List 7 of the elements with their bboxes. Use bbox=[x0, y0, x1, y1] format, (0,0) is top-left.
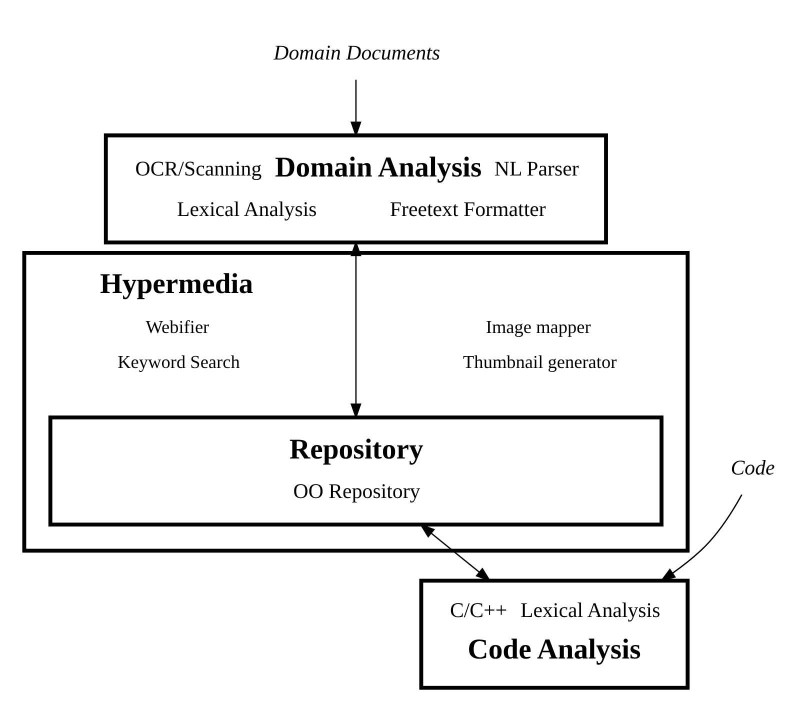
node-box: Repository OO Repository bbox=[48, 415, 664, 526]
arrow bbox=[350, 79, 362, 137]
node-box: C/C++ Lexical Analysis Code Analysis bbox=[419, 578, 690, 690]
arrow bbox=[660, 494, 742, 582]
node-text: Code bbox=[730, 455, 775, 480]
node-text: Domain Documents bbox=[274, 40, 440, 64]
node-box: OCR/Scanning Domain Analysis NL Parser Lexical Analysis Freetext Formatter bbox=[104, 132, 608, 244]
